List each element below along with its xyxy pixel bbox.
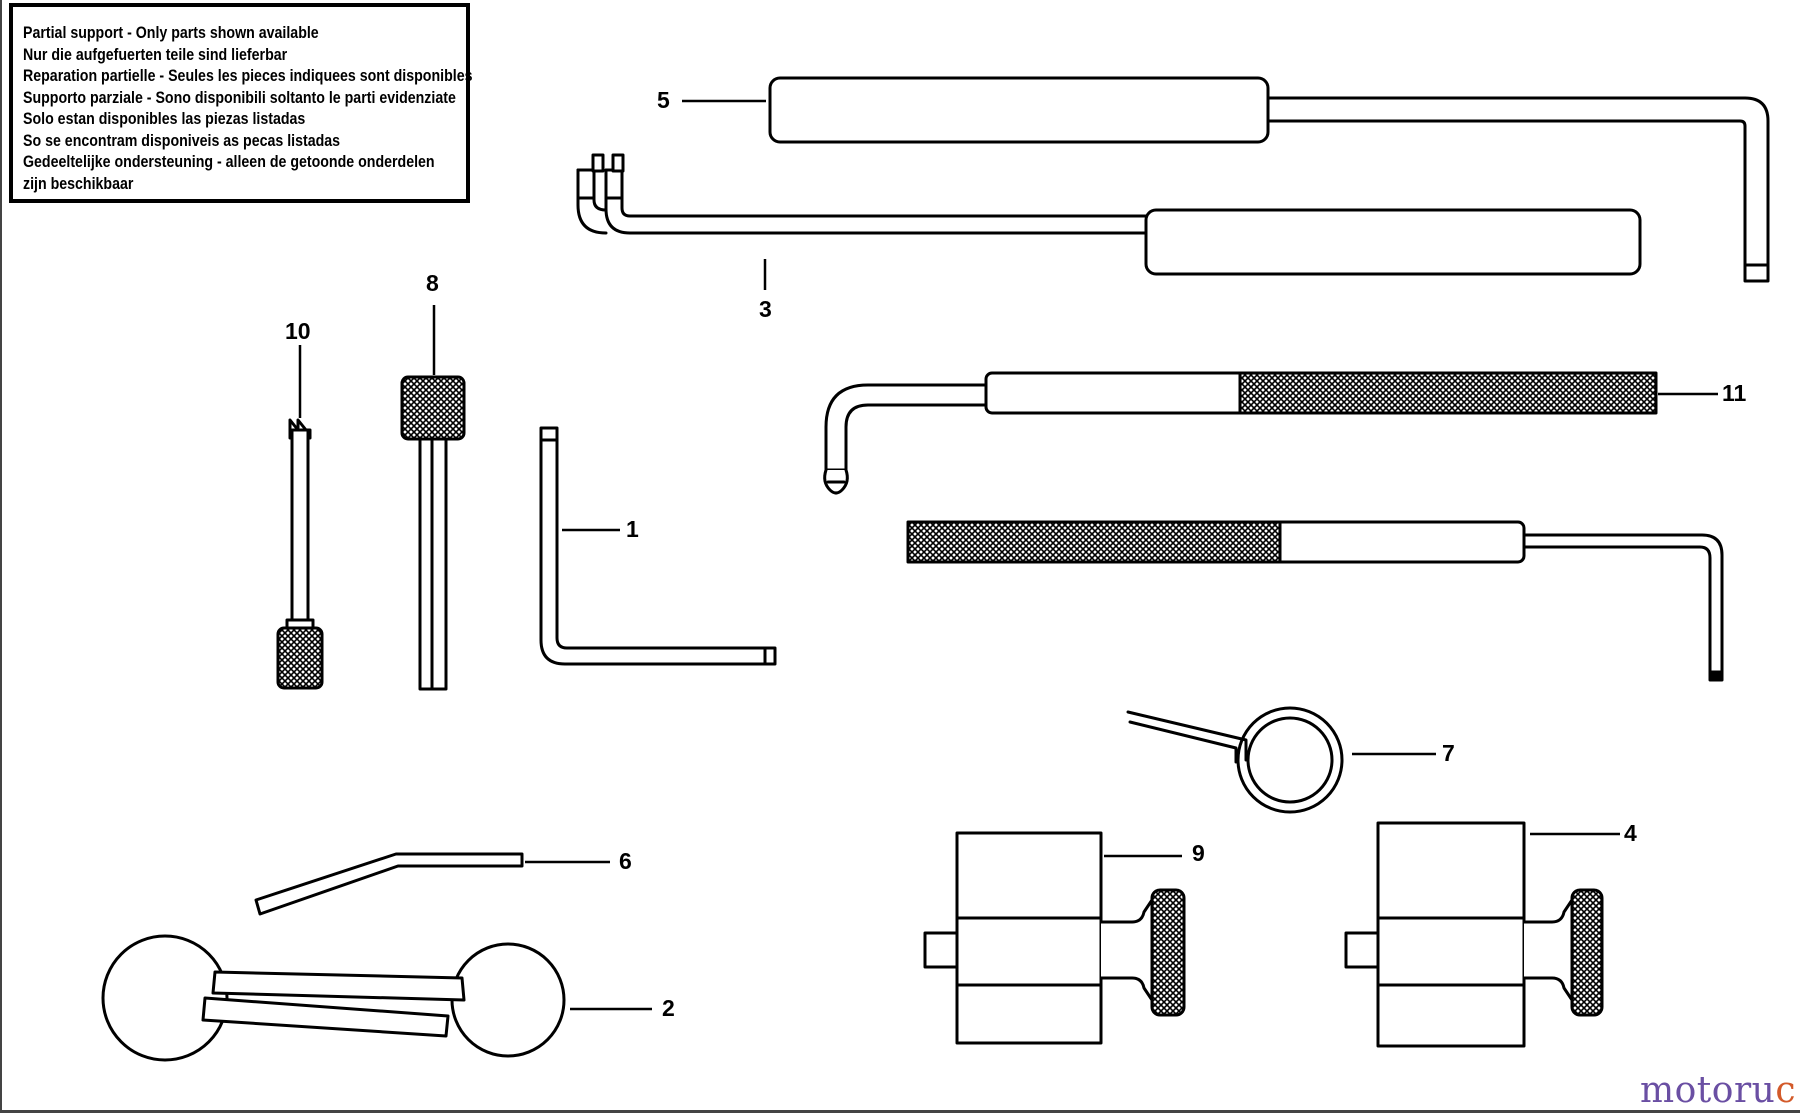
callout-11: 11 (1722, 380, 1747, 406)
notice-line-nl: Gedeeltelijke ondersteuning - alleen de … (23, 153, 435, 171)
callout-4: 4 (1624, 820, 1637, 846)
part-11-ball-hex-key (823, 371, 1658, 495)
callout-3: 3 (759, 296, 772, 322)
notice-line-nl-cont: zijn beschikbaar (23, 174, 134, 193)
part-6-bent-rod (254, 852, 524, 916)
part-2-locking-bar (101, 934, 566, 1062)
part-3-pin-wrench (576, 153, 1642, 276)
callout-6: 6 (619, 848, 632, 874)
frame-bottom-border (0, 1110, 1800, 1113)
part-7-spring-clip (1126, 706, 1344, 814)
callout-2: 2 (662, 995, 675, 1021)
notice-line-de: Nur die aufgefuerten teile sind lieferba… (23, 45, 288, 64)
callout-9: 9 (1192, 840, 1205, 866)
notice-line-pt: So se encontram disponiveis as pecas lis… (23, 131, 341, 150)
notice-line-it: Supporto parziale - Sono disponibili sol… (23, 88, 456, 107)
callout-8: 8 (426, 270, 439, 296)
watermark-accent: c (1775, 1070, 1797, 1111)
notice-line-en: Partial support - Only parts shown avail… (23, 24, 319, 42)
part-1-allen-key (539, 426, 777, 666)
notice-line-es: Solo estan disponibles las piezas listad… (23, 110, 306, 128)
part-4-locking-block (1344, 821, 1604, 1048)
part-8-locking-pin (400, 375, 466, 691)
callout-1: 1 (626, 516, 639, 542)
partial-support-notice: Partial support - Only parts shown avail… (9, 3, 473, 203)
part-9-locking-block (923, 831, 1186, 1045)
leader-lines (298, 99, 1718, 1011)
callout-7: 7 (1442, 740, 1455, 766)
site-watermark: motoruc (1640, 1070, 1796, 1111)
part-10-locking-pin (276, 418, 324, 690)
frame-left-border (0, 0, 2, 1113)
notice-line-fr: Reparation partielle - Seules les pieces… (23, 67, 473, 85)
part-5-hex-key-handle (768, 76, 1770, 283)
callout-5: 5 (657, 87, 670, 113)
watermark-text: motoru (1640, 1070, 1776, 1111)
part-hex-key-knurled-handle (906, 520, 1724, 682)
callout-10: 10 (285, 318, 311, 344)
